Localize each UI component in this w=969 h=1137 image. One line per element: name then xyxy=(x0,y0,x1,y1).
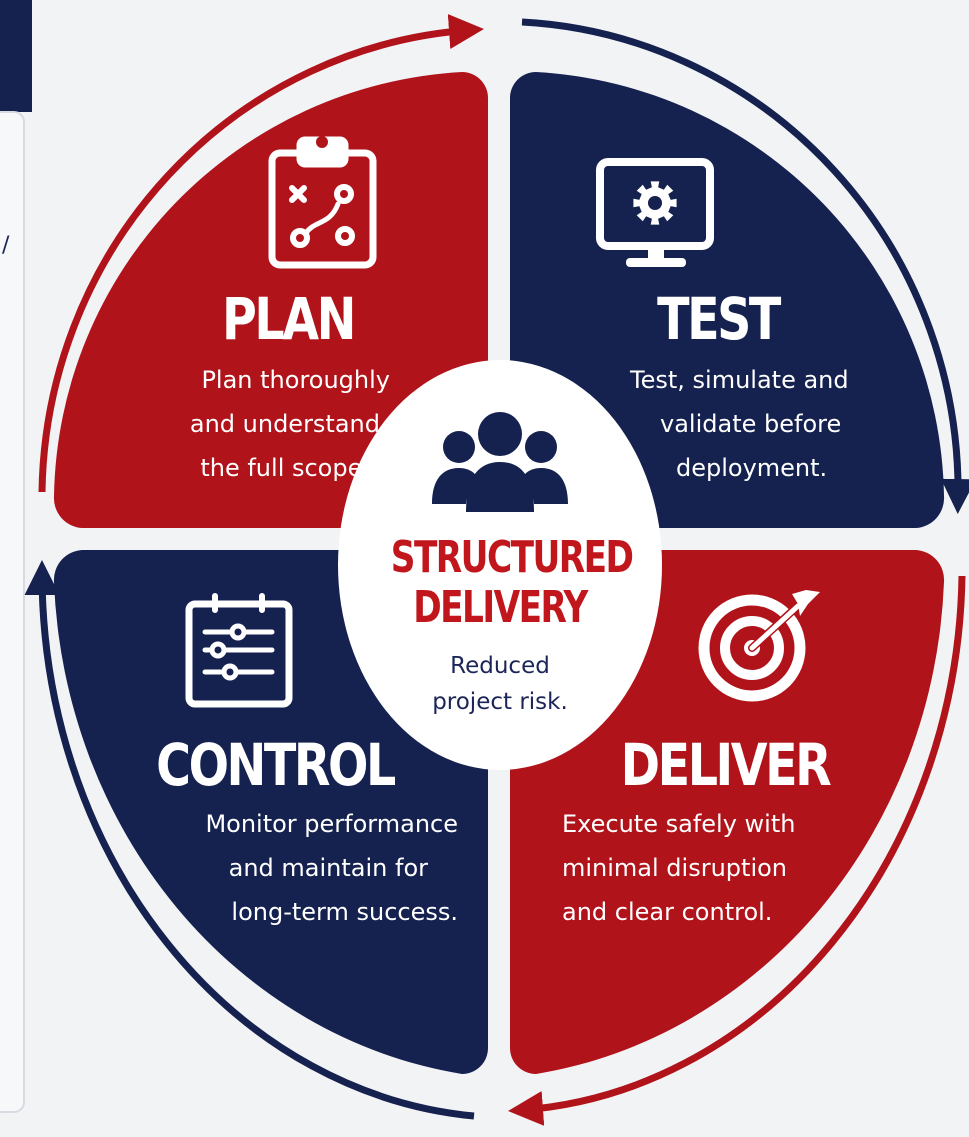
plan-desc-line: the full scope. xyxy=(200,454,370,482)
center-oval xyxy=(338,360,662,770)
plan-desc-line: and understand xyxy=(189,410,380,438)
deliver-desc-line: Execute safely with xyxy=(562,810,796,838)
gear-hole xyxy=(648,196,662,210)
center-title-line1: STRUCTURED xyxy=(390,532,634,583)
deliver-desc-line: minimal disruption xyxy=(562,854,787,882)
test-description: Test, simulate and validate before deplo… xyxy=(610,358,900,490)
plan-desc-line: Plan thoroughly xyxy=(201,366,390,394)
center-sub-line2: project risk. xyxy=(432,689,568,715)
control-description: Monitor performance and maintain for lon… xyxy=(150,802,480,934)
quadrant-plan-shape xyxy=(53,72,488,528)
test-desc-line: deployment. xyxy=(676,454,828,482)
deliver-desc-line: and clear control. xyxy=(562,898,773,926)
clipboard-strategy-icon xyxy=(268,136,377,269)
arrow-top-right xyxy=(521,18,969,514)
side-card: / xyxy=(0,0,32,1113)
arrow-top-left xyxy=(38,14,484,493)
test-title: TEST xyxy=(657,285,781,353)
deliver-description: Execute safely with minimal disruption a… xyxy=(562,802,872,934)
center-sub-line1: Reduced xyxy=(450,653,550,679)
arrow-bottom-right xyxy=(508,575,966,1126)
monitor-gear-icon xyxy=(596,158,714,267)
center-title-line2: DELIVERY xyxy=(413,582,588,633)
quadrant-test-shape xyxy=(510,72,945,528)
arrow-bottom-left xyxy=(24,560,475,1120)
test-desc-line: Test, simulate and xyxy=(630,366,849,394)
control-desc-line: Monitor performance xyxy=(205,810,458,838)
target-arrow-icon xyxy=(698,590,820,702)
side-card-header xyxy=(0,0,32,112)
side-card-fragment: / xyxy=(2,233,10,258)
plan-title: PLAN xyxy=(222,285,356,353)
clipboard-sliders-icon xyxy=(185,593,293,708)
team-icon xyxy=(432,412,568,512)
control-desc-line: long-term success. xyxy=(231,898,458,926)
deliver-title: DELIVER xyxy=(620,731,832,799)
side-card-body xyxy=(0,111,25,1113)
control-desc-line: and maintain for xyxy=(228,854,428,882)
control-title: CONTROL xyxy=(156,731,396,799)
plan-description: Plan thoroughly and understand the full … xyxy=(120,358,418,490)
cycle-arrows xyxy=(24,14,969,1126)
test-desc-line: validate before xyxy=(660,410,842,438)
